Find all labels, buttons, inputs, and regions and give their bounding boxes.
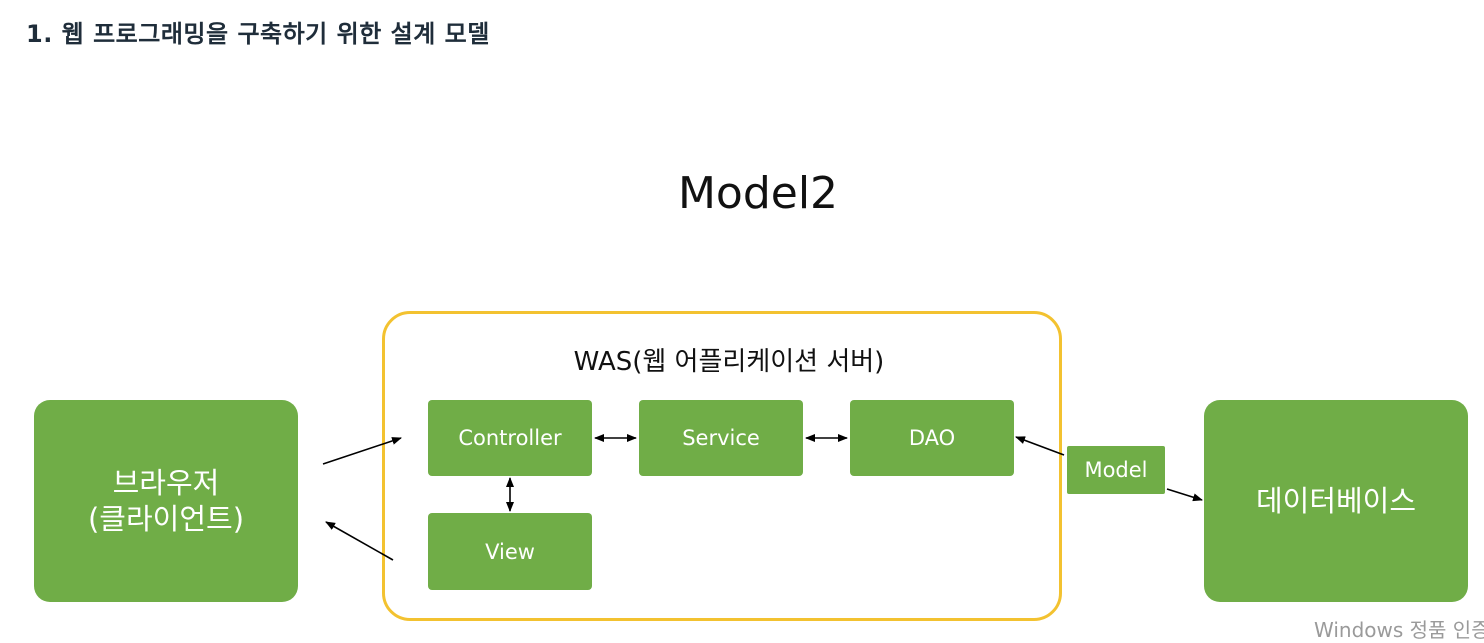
dao-node: DAO — [850, 400, 1014, 476]
client-node: 브라우저 (클라이언트) — [34, 400, 298, 602]
controller-node: Controller — [428, 400, 592, 476]
client-label-line2: (클라이언트) — [87, 502, 245, 536]
database-node: 데이터베이스 — [1204, 400, 1468, 602]
view-node: View — [428, 513, 592, 590]
was-label: WAS(웹 어플리케이션 서버) — [573, 347, 885, 377]
arrow-model-to-database — [1166, 488, 1203, 502]
client-label-line1: 브라우저 — [112, 465, 220, 500]
service-node: Service — [639, 400, 803, 476]
diagram-title: Model2 — [677, 168, 839, 219]
model-node: Model — [1067, 446, 1165, 494]
was-container — [382, 311, 1062, 621]
section-heading: 1. 웹 프로그래밍을 구축하기 위한 설계 모델 — [26, 20, 490, 48]
